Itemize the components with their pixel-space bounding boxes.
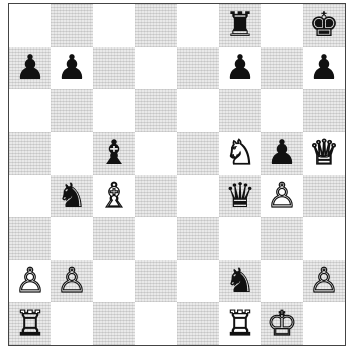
square-b1[interactable] <box>51 302 93 345</box>
white-pawn-icon[interactable]: ♙ <box>57 264 87 298</box>
square-g5[interactable]: ♟ <box>261 132 303 175</box>
square-e8[interactable] <box>177 4 219 47</box>
square-a6[interactable] <box>9 89 51 132</box>
white-bishop-icon[interactable]: ♗ <box>99 179 129 213</box>
square-h2[interactable]: ♙ <box>303 260 345 303</box>
square-e7[interactable] <box>177 47 219 90</box>
white-king-icon[interactable]: ♔ <box>267 307 297 341</box>
white-pawn-icon[interactable]: ♙ <box>309 264 339 298</box>
square-g4[interactable]: ♙ <box>261 175 303 218</box>
white-queen-icon[interactable]: ♕ <box>309 136 339 170</box>
square-e2[interactable] <box>177 260 219 303</box>
square-b8[interactable] <box>51 4 93 47</box>
square-d3[interactable] <box>135 217 177 260</box>
square-a4[interactable] <box>9 175 51 218</box>
square-f1[interactable]: ♖ <box>219 302 261 345</box>
black-knight-icon[interactable]: ♞ <box>225 264 255 298</box>
square-b7[interactable]: ♟ <box>51 47 93 90</box>
square-g8[interactable] <box>261 4 303 47</box>
square-c5[interactable]: ♝ <box>93 132 135 175</box>
square-c6[interactable] <box>93 89 135 132</box>
square-h6[interactable] <box>303 89 345 132</box>
black-queen-icon[interactable]: ♛ <box>225 179 255 213</box>
square-d2[interactable] <box>135 260 177 303</box>
square-d7[interactable] <box>135 47 177 90</box>
square-a3[interactable] <box>9 217 51 260</box>
square-d8[interactable] <box>135 4 177 47</box>
square-h7[interactable]: ♟ <box>303 47 345 90</box>
square-f6[interactable] <box>219 89 261 132</box>
black-king-icon[interactable]: ♚ <box>309 8 339 42</box>
square-h4[interactable] <box>303 175 345 218</box>
square-e3[interactable] <box>177 217 219 260</box>
square-f7[interactable]: ♟ <box>219 47 261 90</box>
white-knight-icon[interactable]: ♘ <box>225 136 255 170</box>
square-c2[interactable] <box>93 260 135 303</box>
square-f8[interactable]: ♜ <box>219 4 261 47</box>
square-b3[interactable] <box>51 217 93 260</box>
white-rook-icon[interactable]: ♖ <box>15 307 45 341</box>
white-pawn-icon[interactable]: ♙ <box>267 179 297 213</box>
square-e5[interactable] <box>177 132 219 175</box>
square-a2[interactable]: ♙ <box>9 260 51 303</box>
square-d6[interactable] <box>135 89 177 132</box>
square-b5[interactable] <box>51 132 93 175</box>
square-g2[interactable] <box>261 260 303 303</box>
black-pawn-icon[interactable]: ♟ <box>267 136 297 170</box>
square-b6[interactable] <box>51 89 93 132</box>
square-e6[interactable] <box>177 89 219 132</box>
square-f5[interactable]: ♘ <box>219 132 261 175</box>
square-a1[interactable]: ♖ <box>9 302 51 345</box>
square-d1[interactable] <box>135 302 177 345</box>
square-b2[interactable]: ♙ <box>51 260 93 303</box>
square-g6[interactable] <box>261 89 303 132</box>
square-h3[interactable] <box>303 217 345 260</box>
black-knight-icon[interactable]: ♞ <box>57 179 87 213</box>
square-f3[interactable] <box>219 217 261 260</box>
square-d4[interactable] <box>135 175 177 218</box>
chess-board-frame: ♜ ♚ ♟ ♟ ♟ ♟ ♝ ♘ ♟ ♕ ♞ ♗ ♛ ♙ ♙ ♙ ♞ ♙ ♖ ♖ ♔ <box>8 3 346 346</box>
square-c4[interactable]: ♗ <box>93 175 135 218</box>
square-c8[interactable] <box>93 4 135 47</box>
square-h5[interactable]: ♕ <box>303 132 345 175</box>
square-c7[interactable] <box>93 47 135 90</box>
square-g3[interactable] <box>261 217 303 260</box>
black-pawn-icon[interactable]: ♟ <box>309 51 339 85</box>
square-f2[interactable]: ♞ <box>219 260 261 303</box>
square-g1[interactable]: ♔ <box>261 302 303 345</box>
square-h1[interactable] <box>303 302 345 345</box>
square-d5[interactable] <box>135 132 177 175</box>
square-a8[interactable] <box>9 4 51 47</box>
black-rook-icon[interactable]: ♜ <box>225 8 255 42</box>
square-a5[interactable] <box>9 132 51 175</box>
square-e4[interactable] <box>177 175 219 218</box>
chess-board: ♜ ♚ ♟ ♟ ♟ ♟ ♝ ♘ ♟ ♕ ♞ ♗ ♛ ♙ ♙ ♙ ♞ ♙ ♖ ♖ ♔ <box>9 4 345 345</box>
white-pawn-icon[interactable]: ♙ <box>15 264 45 298</box>
black-pawn-icon[interactable]: ♟ <box>15 51 45 85</box>
square-f4[interactable]: ♛ <box>219 175 261 218</box>
black-pawn-icon[interactable]: ♟ <box>57 51 87 85</box>
square-c3[interactable] <box>93 217 135 260</box>
square-a7[interactable]: ♟ <box>9 47 51 90</box>
black-bishop-icon[interactable]: ♝ <box>99 136 129 170</box>
square-e1[interactable] <box>177 302 219 345</box>
black-pawn-icon[interactable]: ♟ <box>225 51 255 85</box>
white-rook-icon[interactable]: ♖ <box>225 307 255 341</box>
square-b4[interactable]: ♞ <box>51 175 93 218</box>
square-g7[interactable] <box>261 47 303 90</box>
square-c1[interactable] <box>93 302 135 345</box>
square-h8[interactable]: ♚ <box>303 4 345 47</box>
